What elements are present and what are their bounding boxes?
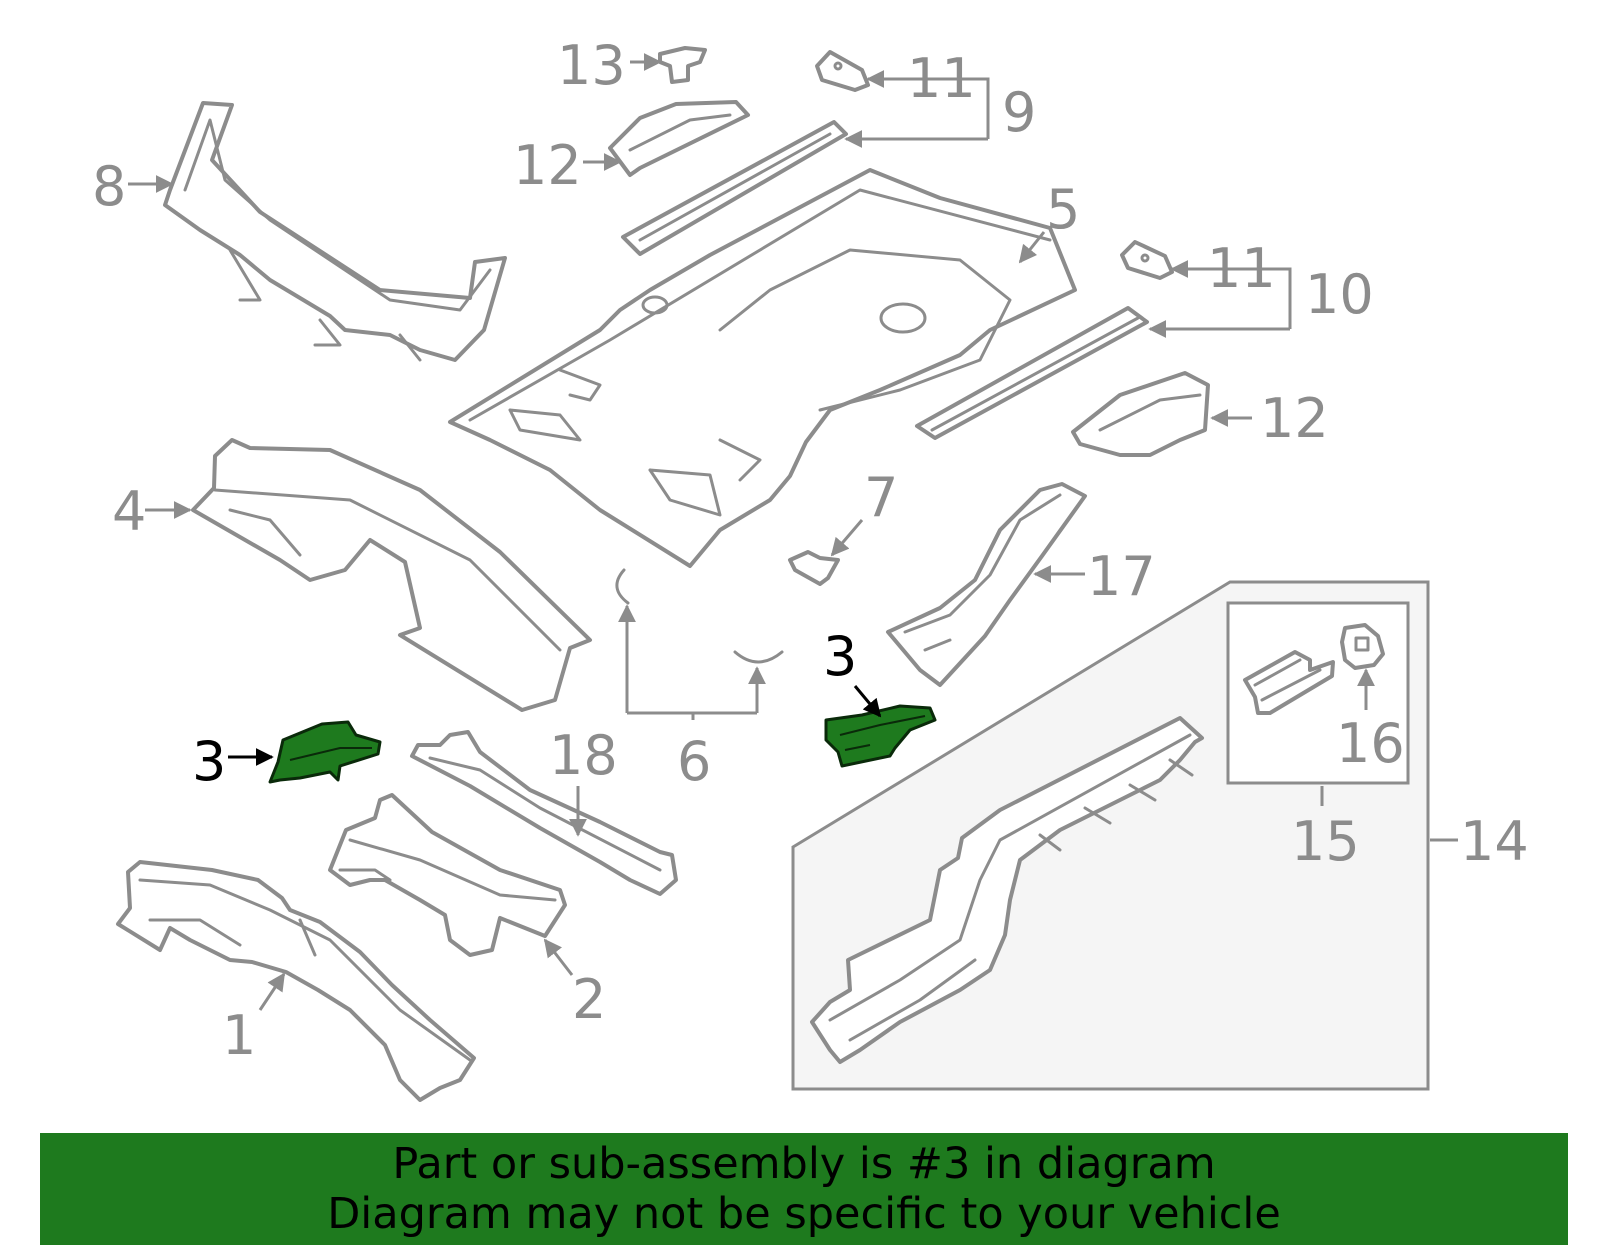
callout-13: 13 [557, 34, 626, 97]
callout-9: 9 [1002, 81, 1036, 144]
info-banner: Part or sub-assembly is #3 in diagram Di… [40, 1133, 1568, 1245]
part-1 [116, 860, 476, 1102]
part-8 [163, 101, 507, 362]
part-2 [328, 793, 567, 957]
banner-line-1: Part or sub-assembly is #3 in diagram [392, 1139, 1216, 1189]
part-16 [1340, 623, 1385, 670]
callout-17: 17 [1087, 545, 1156, 608]
callout-18: 18 [549, 724, 618, 787]
callout-15: 15 [1291, 810, 1360, 873]
part-12-right [1071, 371, 1210, 457]
callout-12-top: 12 [513, 134, 582, 197]
part-6-clip-right [733, 650, 784, 664]
callout-11-top: 11 [907, 47, 976, 110]
callout-7: 7 [864, 466, 898, 529]
part-3-right [824, 704, 937, 768]
callout-3-left: 3 [192, 730, 226, 793]
part-7 [788, 550, 840, 586]
part-4 [191, 438, 592, 712]
callout-1: 1 [222, 1004, 256, 1067]
callout-14: 14 [1460, 810, 1529, 873]
inset-box-15 [1226, 601, 1410, 785]
part-6-clip-left [615, 568, 630, 605]
part-14 [810, 716, 1204, 1064]
part-15 [1243, 650, 1335, 715]
callout-16: 16 [1336, 712, 1405, 775]
callout-8: 8 [92, 155, 126, 218]
part-17 [886, 482, 1087, 687]
callout-2: 2 [572, 968, 606, 1031]
callout-11-right: 11 [1207, 237, 1276, 300]
part-13 [658, 46, 707, 84]
callout-10: 10 [1305, 263, 1374, 326]
banner-line-2: Diagram may not be specific to your vehi… [327, 1189, 1281, 1239]
part-3-left [268, 720, 382, 784]
callout-3-right: 3 [823, 625, 857, 688]
leader-lines [128, 53, 1458, 1011]
callout-12-right: 12 [1260, 387, 1329, 450]
callout-6: 6 [677, 730, 711, 793]
part-18 [410, 730, 678, 896]
callout-4: 4 [112, 480, 146, 543]
part-11-top [815, 50, 870, 92]
part-11-right [1120, 240, 1174, 280]
part-5-floor-pan [448, 168, 1077, 568]
callout-5: 5 [1046, 178, 1080, 241]
part-12-top [608, 100, 750, 177]
part-10-rail [915, 306, 1149, 440]
